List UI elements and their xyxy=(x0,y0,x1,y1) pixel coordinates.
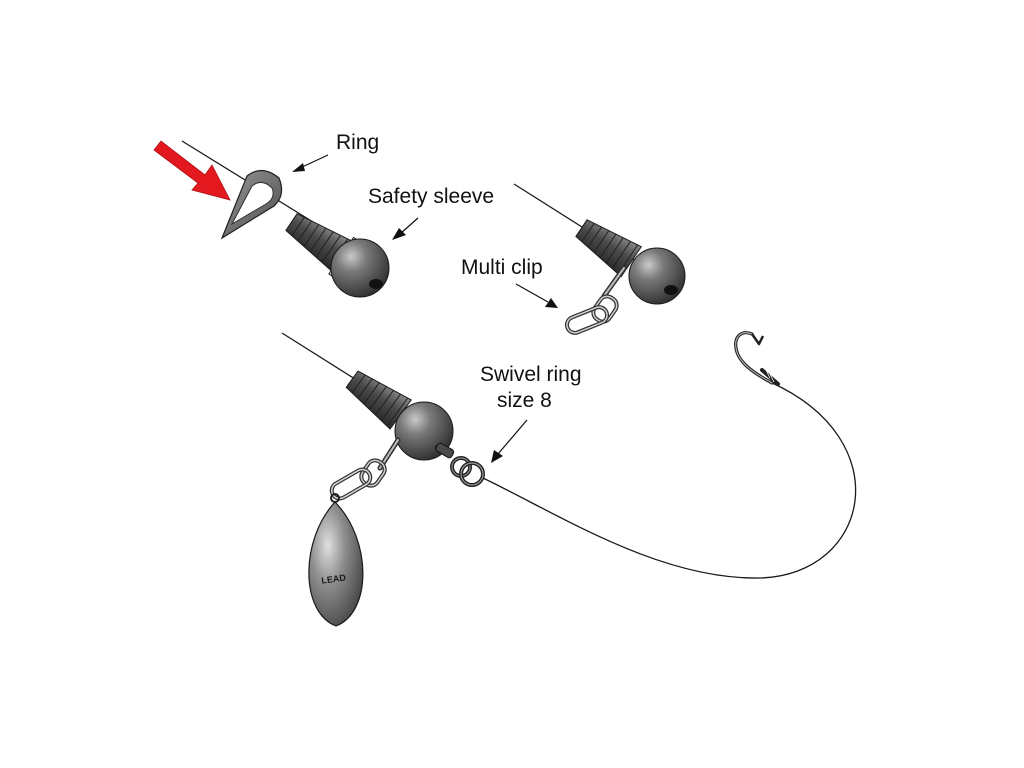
pointer-arrow-icon xyxy=(153,140,231,201)
hooklink-line xyxy=(482,381,857,579)
ring-icon xyxy=(220,169,283,240)
label-multi-clip: Multi clip xyxy=(461,256,558,308)
swivel-icon xyxy=(435,442,472,478)
safety-sleeve-label: Safety sleeve xyxy=(368,185,494,208)
top-right-assembly xyxy=(513,183,686,335)
ring-label: Ring xyxy=(336,131,379,154)
label-swivel-ring: Swivel ring size 8 xyxy=(480,363,582,463)
multi-clip-label: Multi clip xyxy=(461,256,543,279)
top-left-assembly xyxy=(181,140,390,298)
label-safety-sleeve: Safety sleeve xyxy=(368,185,494,240)
label-ring: Ring xyxy=(292,131,379,172)
lead-weight-icon: LEAD xyxy=(308,493,364,627)
multi-clip-icon xyxy=(329,437,401,501)
lead-weight-label: LEAD xyxy=(321,572,347,585)
bead-icon xyxy=(330,238,390,298)
bead-icon xyxy=(628,247,686,305)
swivel-ring-label-line2: size 8 xyxy=(497,389,552,412)
bottom-assembly: LEAD xyxy=(281,331,857,627)
swivel-ring-label-line1: Swivel ring xyxy=(480,363,582,386)
multi-clip-icon xyxy=(564,265,627,335)
hook-icon xyxy=(734,331,780,386)
